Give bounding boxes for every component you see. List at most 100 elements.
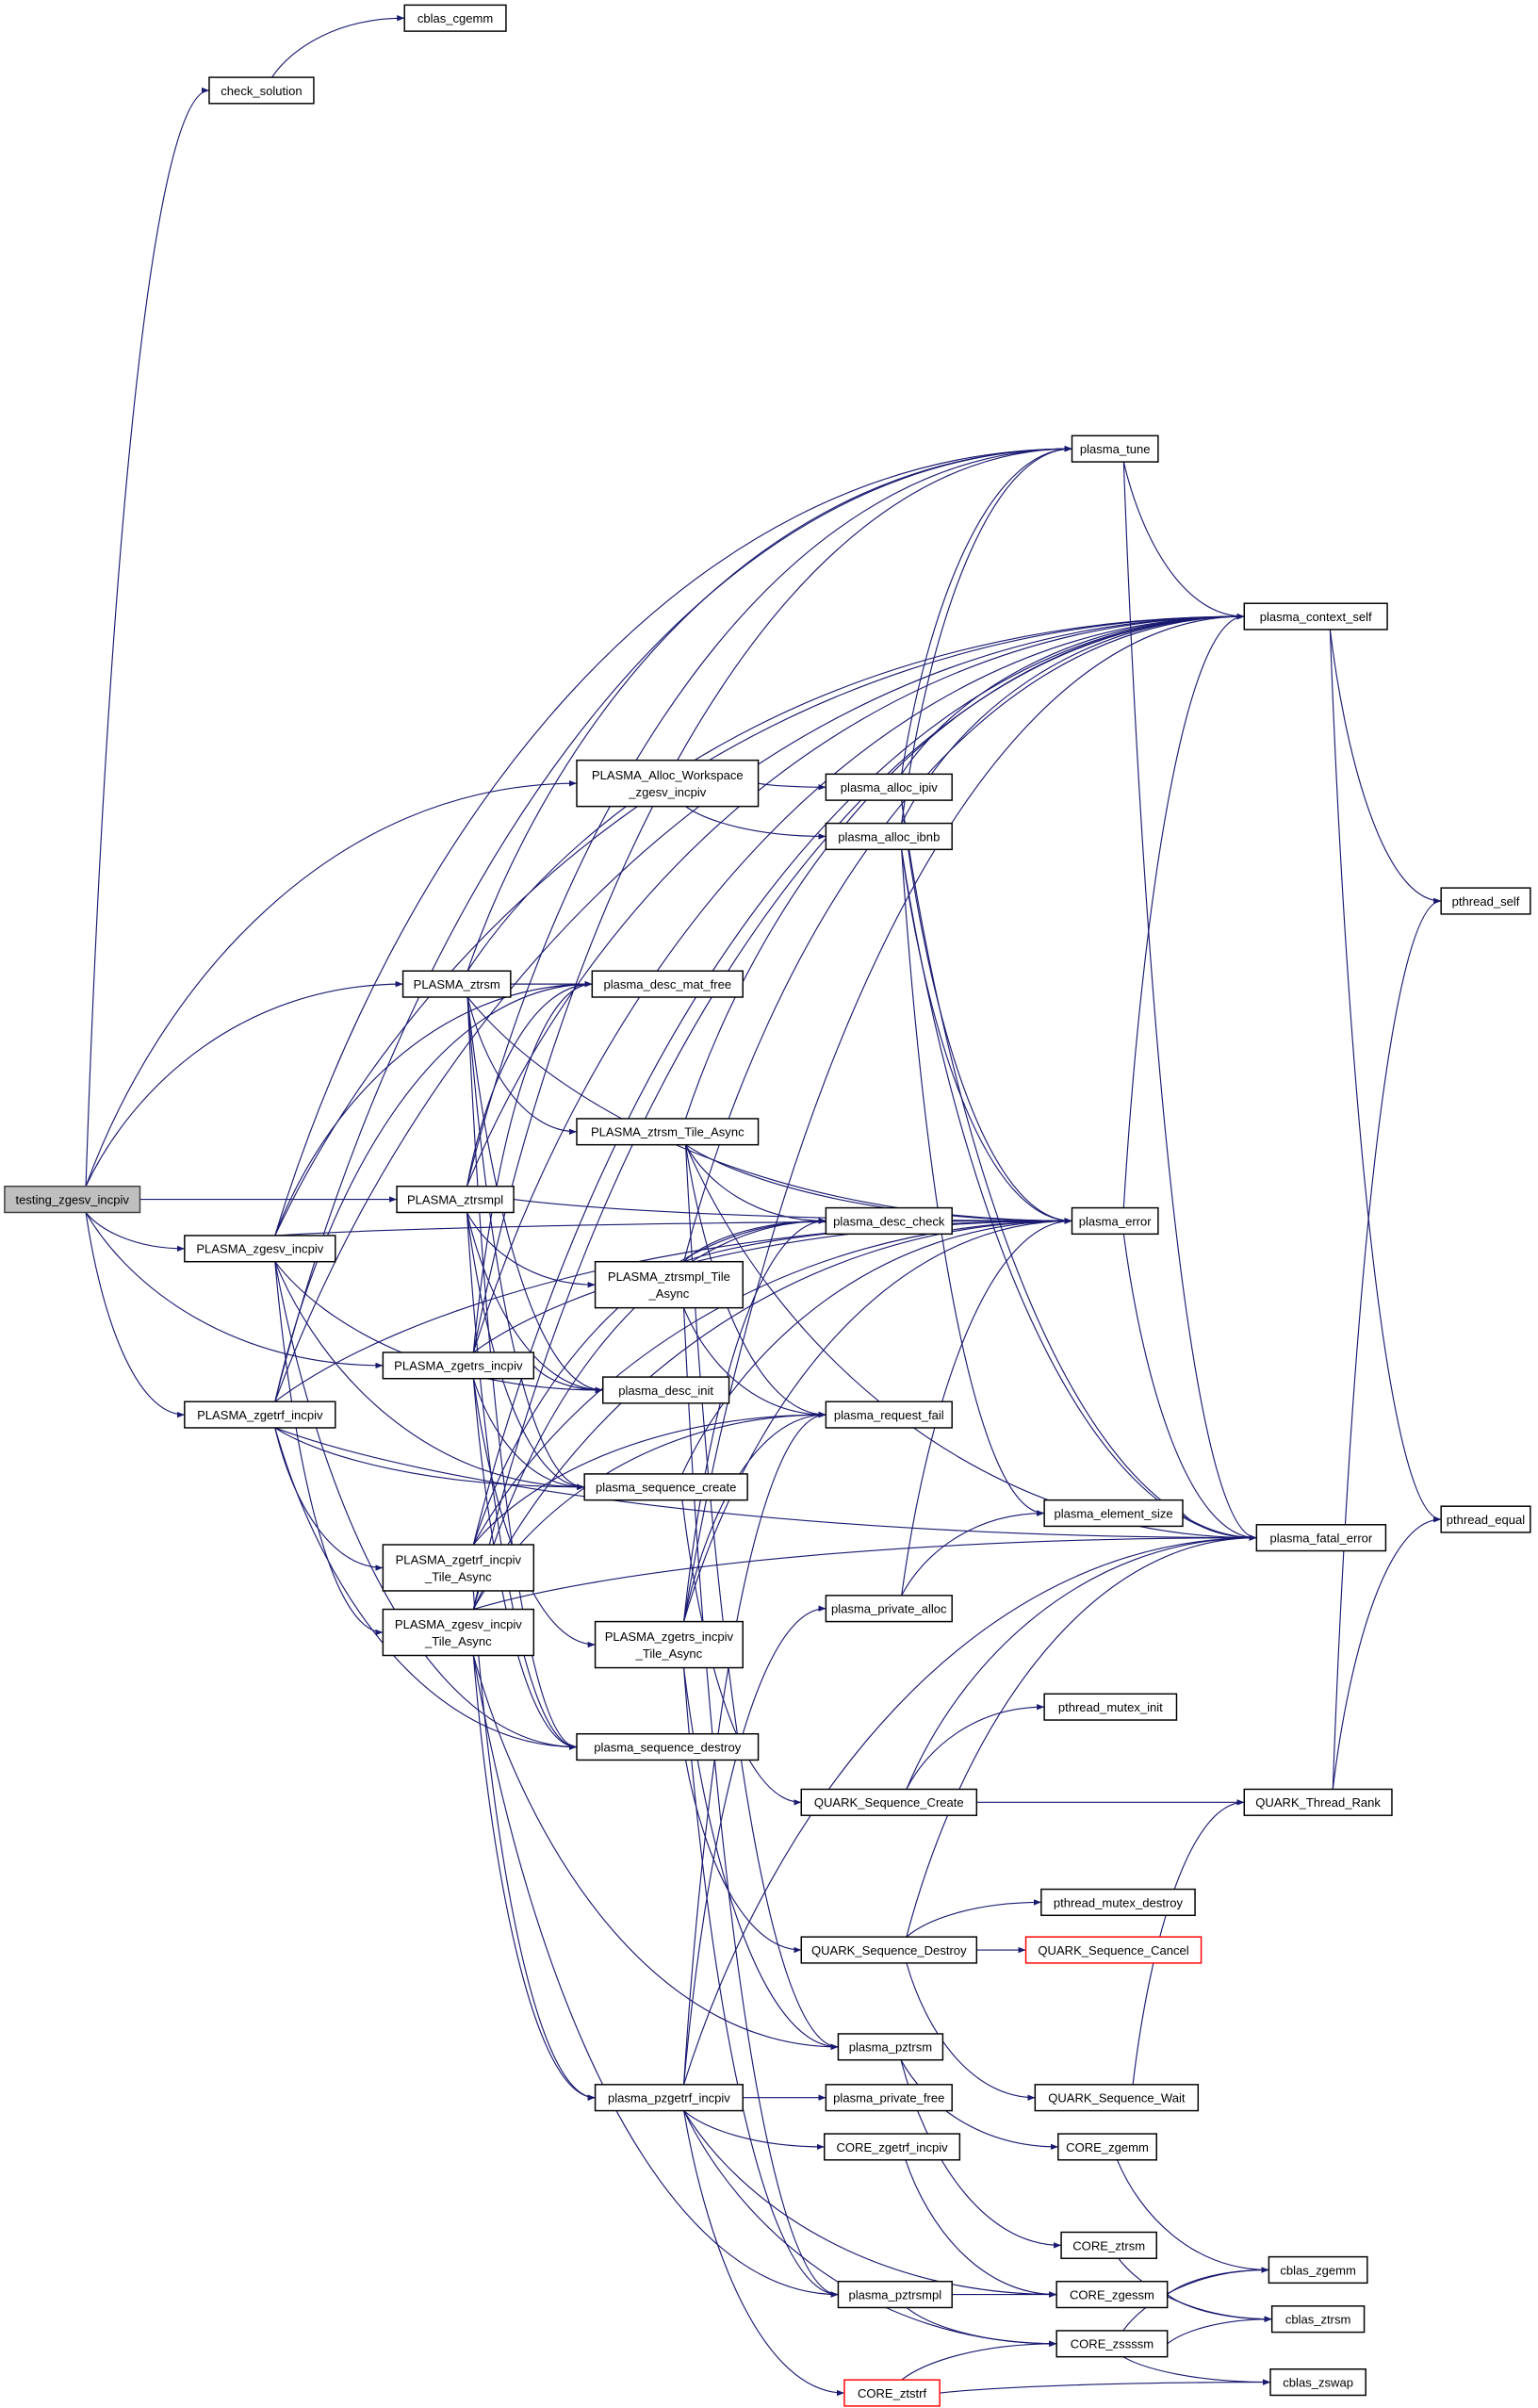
edge-zgetrs_async-to-plasma_context_self — [683, 613, 1245, 1622]
node-plasma-error[interactable]: plasma_error — [1071, 1206, 1159, 1236]
node-label: PLASMA_ztrsm_Tile_Async — [591, 1125, 744, 1139]
node-cblas-ztrsm[interactable]: cblas_ztrsm — [1270, 2305, 1366, 2334]
node-plasma-request-fail[interactable]: plasma_request_fail — [825, 1401, 953, 1429]
node-plasma-ztrsm[interactable]: PLASMA_ztrsm — [401, 970, 512, 998]
node-quark-thread-rank[interactable]: QUARK_Thread_Rank — [1243, 1788, 1393, 1816]
node-pthread-self[interactable]: pthread_self — [1440, 887, 1531, 915]
node-box — [825, 822, 953, 851]
node-box — [825, 2084, 953, 2112]
edge-PLASMA_zgetrs_incpiv-to-plasma_sequence_create — [472, 1378, 585, 1490]
edge-plasma_error-to-plasma_fatal_error — [1122, 1234, 1257, 1541]
node-plasma-desc-mat-free[interactable]: plasma_desc_mat_free — [591, 970, 744, 998]
node-box — [208, 76, 315, 105]
edge-CORE_zssssm-to-cblas_zgemm — [1122, 2267, 1269, 2332]
node-box — [837, 2033, 944, 2061]
node-core-ztrsm[interactable]: CORE_ztrsm — [1060, 2231, 1157, 2259]
node-quark-sequence-create[interactable]: QUARK_Sequence_Create — [800, 1788, 978, 1816]
node-box — [1034, 2084, 1200, 2112]
node-core-zgemm[interactable]: CORE_zgemm — [1057, 2133, 1157, 2161]
edge-ztrsmpl_async-to-plasma_context_self — [683, 613, 1245, 1262]
node-box — [594, 1620, 744, 1669]
edge-plasma_alloc_ibnb-to-plasma_element_size — [901, 849, 1045, 1516]
node-zgetrs-async[interactable]: PLASMA_zgetrs_incpiv_Tile_Async — [594, 1620, 744, 1669]
node-box — [1040, 1888, 1196, 1917]
node-quark-sequence-cancel[interactable]: QUARK_Sequence_Cancel — [1024, 1936, 1203, 1964]
node-quark-sequence-destroy[interactable]: QUARK_Sequence_Destroy — [800, 1936, 978, 1964]
node-label: plasma_private_free — [833, 2091, 944, 2105]
node-box — [396, 1185, 515, 1214]
node-plasma-sequence-create[interactable]: plasma_sequence_create — [583, 1473, 748, 1501]
node-core-zgetrf-incpiv[interactable]: CORE_zgetrf_incpiv — [824, 2133, 961, 2161]
node-plasma-tune[interactable]: plasma_tune — [1071, 434, 1159, 463]
node-box — [825, 1595, 953, 1623]
edge-zgesv_async-to-plasma_pztrsm — [472, 1655, 839, 2051]
node-box — [1243, 1788, 1393, 1816]
node-cblas-zgemm[interactable]: cblas_zgemm — [1268, 2255, 1368, 2285]
node-label: _zgesv_incpiv — [628, 785, 706, 799]
node-plasma-private-alloc[interactable]: plasma_private_alloc — [825, 1595, 953, 1623]
node-core-zgessm[interactable]: CORE_zgessm — [1055, 2280, 1169, 2309]
edge-plasma_pzgetrf_incpiv-to-plasma_private_alloc — [683, 1605, 826, 2085]
node-plasma-private-free[interactable]: plasma_private_free — [825, 2084, 953, 2112]
node-core-ztstrf[interactable]: CORE_ztstrf — [843, 2379, 941, 2407]
node-plasma-fatal-error[interactable]: plasma_fatal_error — [1255, 1524, 1387, 1552]
node-pthread-mutex-init[interactable]: pthread_mutex_init — [1043, 1693, 1178, 1721]
edge-plasma_pzgetrf_incpiv-to-CORE_ztstrf — [683, 2110, 844, 2397]
node-plasma-zgetrf-incpiv[interactable]: PLASMA_zgetrf_incpiv — [184, 1401, 336, 1429]
node-plasma-alloc-ipiv[interactable]: plasma_alloc_ipiv — [825, 773, 953, 801]
node-box — [583, 1473, 748, 1501]
node-label: plasma_desc_init — [618, 1384, 713, 1398]
node-plasma-zgesv-incpiv[interactable]: PLASMA_zgesv_incpiv — [184, 1235, 336, 1263]
node-zgetrf-async[interactable]: PLASMA_zgetrf_incpiv_Tile_Async — [382, 1544, 535, 1592]
node-plasma-alloc-ibnb[interactable]: plasma_alloc_ibnb — [825, 822, 953, 851]
node-cblas-cgemm[interactable]: cblas_cgemm — [403, 4, 507, 32]
node-label: plasma_pzgetrf_incpiv — [608, 2091, 730, 2105]
node-box — [825, 773, 953, 801]
node-label: cblas_ztrsm — [1285, 2313, 1351, 2327]
edge-CORE_zgessm-to-cblas_ztrsm — [1167, 2294, 1272, 2322]
node-plasma-sequence-destroy[interactable]: plasma_sequence_destroy — [576, 1732, 760, 1761]
node-box — [1243, 602, 1388, 631]
node-label: cblas_zgemm — [1280, 2263, 1356, 2277]
node-label: _Async — [648, 1286, 690, 1301]
node-ztrsm-async[interactable]: PLASMA_ztrsm_Tile_Async — [576, 1118, 760, 1146]
node-cblas-zswap[interactable]: cblas_zswap — [1269, 2368, 1366, 2397]
node-box — [591, 970, 744, 998]
node-core-zssssm[interactable]: CORE_zssssm — [1055, 2330, 1169, 2358]
edge-ztrsmpl_async-to-plasma_request_fail — [683, 1307, 826, 1418]
node-label: plasma_element_size — [1054, 1506, 1172, 1520]
node-plasma-zgetrs-incpiv[interactable]: PLASMA_zgetrs_incpiv — [382, 1351, 535, 1380]
node-plasma-pztrsmpl[interactable]: plasma_pztrsmpl — [837, 2280, 953, 2309]
node-pthread-equal[interactable]: pthread_equal — [1440, 1505, 1531, 1533]
node-plasma-desc-init[interactable]: plasma_desc_init — [602, 1376, 730, 1404]
node-plasma-pzgetrf-incpiv[interactable]: plasma_pzgetrf_incpiv — [594, 2084, 744, 2112]
node-label: check_solution — [221, 84, 302, 98]
edge-ztrsm_async-to-plasma_desc_check — [685, 1144, 826, 1224]
node-alloc-ws[interactable]: PLASMA_Alloc_Workspace_zgesv_incpiv — [576, 759, 760, 808]
node-quark-sequence-wait[interactable]: QUARK_Sequence_Wait — [1034, 2084, 1200, 2112]
edge-PLASMA_zgetrs_incpiv-to-plasma_tune — [472, 446, 1072, 1353]
node-pthread-mutex-destroy[interactable]: pthread_mutex_destroy — [1040, 1888, 1196, 1917]
node-plasma-context-self[interactable]: plasma_context_self — [1243, 602, 1388, 631]
edge-zgesv_async-to-plasma_fatal_error — [473, 1534, 1257, 1611]
node-label: plasma_tune — [1080, 442, 1151, 456]
node-label: _Tile_Async — [635, 1646, 703, 1661]
node-plasma-ztrsmpl[interactable]: PLASMA_ztrsmpl — [396, 1185, 515, 1214]
edge-PLASMA_ztrsm-to-plasma_error — [466, 996, 1072, 1224]
node-box — [824, 2133, 961, 2161]
node-plasma-desc-check[interactable]: plasma_desc_check — [825, 1206, 953, 1236]
edge-PLASMA_zgetrs_incpiv-to-plasma_desc_mat_free — [472, 980, 593, 1353]
node-plasma-element-size[interactable]: plasma_element_size — [1043, 1499, 1184, 1528]
edge-PLASMA_ztrsm-to-plasma_sequence_create — [466, 996, 585, 1490]
node-label: _Tile_Async — [424, 1569, 492, 1583]
node-zgesv-async[interactable]: PLASMA_zgesv_incpiv_Tile_Async — [382, 1608, 535, 1657]
edge-testing-to-check_solution — [85, 87, 209, 1187]
node-label: QUARK_Sequence_Destroy — [811, 1943, 967, 1958]
node-testing[interactable]: testing_zgesv_incpiv — [4, 1185, 141, 1214]
node-ztrsmpl-async[interactable]: PLASMA_ztrsmpl_Tile_Async — [594, 1260, 744, 1309]
node-label: plasma_context_self — [1260, 610, 1372, 624]
node-box — [1057, 2133, 1157, 2161]
node-plasma-pztrsm[interactable]: plasma_pztrsm — [837, 2033, 944, 2061]
node-check-solution[interactable]: check_solution — [208, 76, 315, 105]
